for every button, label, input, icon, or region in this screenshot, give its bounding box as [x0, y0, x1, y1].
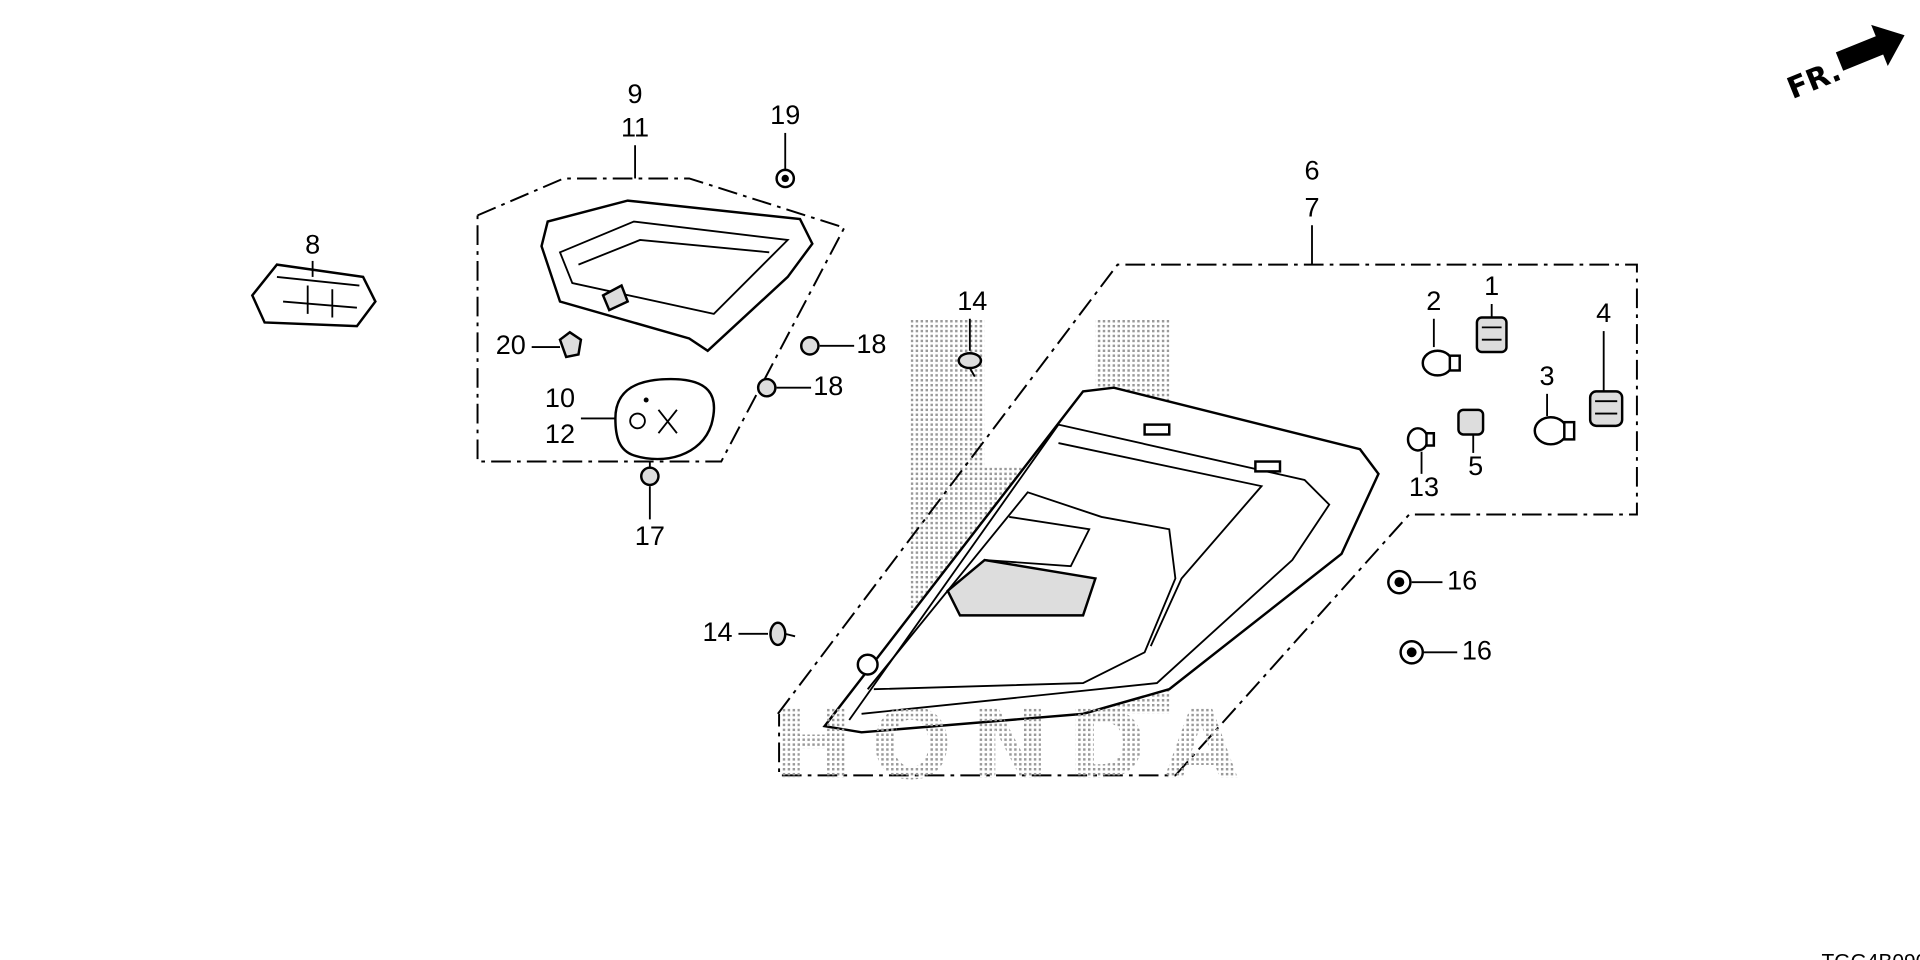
part-5-socket[interactable]	[1457, 408, 1485, 436]
callout-18[interactable]: 18	[856, 328, 886, 359]
group-box-6-7	[777, 263, 1638, 777]
callout-19[interactable]: 19	[770, 99, 800, 130]
callout-5[interactable]: 5	[1468, 450, 1483, 481]
callout-13[interactable]: 13	[1409, 471, 1439, 502]
callout-8[interactable]: 8	[305, 228, 320, 259]
part-8-module[interactable]	[250, 263, 377, 328]
part-3-bulb[interactable]	[1533, 416, 1576, 446]
part-18-nut[interactable]	[800, 336, 820, 356]
front-direction-indicator: FR.	[1782, 24, 1905, 106]
part-9-high-mount-stop-light[interactable]	[540, 199, 814, 353]
callout-3[interactable]: 3	[1540, 360, 1555, 391]
part-2-bulb[interactable]	[1421, 349, 1461, 377]
part-13-bulb[interactable]	[1406, 427, 1436, 452]
callout-9[interactable]: 9	[628, 78, 643, 109]
callout-11[interactable]: 11	[621, 111, 649, 142]
part-6-tail-light-assembly[interactable]	[822, 386, 1380, 734]
part-17-nut[interactable]	[640, 466, 660, 487]
part-20-clip[interactable]	[558, 330, 583, 359]
callout-17[interactable]: 17	[635, 520, 665, 551]
callout-6[interactable]: 6	[1304, 154, 1319, 185]
callout-10[interactable]: 10	[545, 382, 575, 413]
callout-16[interactable]: 16	[1462, 634, 1492, 665]
callout-14[interactable]: 14	[957, 285, 987, 316]
part-1-socket[interactable]	[1475, 316, 1508, 354]
callout-7[interactable]: 7	[1304, 191, 1319, 222]
callout-1[interactable]: 1	[1484, 270, 1499, 301]
callout-12[interactable]: 12	[545, 418, 575, 449]
callout-20[interactable]: 20	[496, 329, 526, 360]
callout-18[interactable]: 18	[813, 370, 843, 401]
part-10-seal[interactable]	[614, 377, 716, 461]
callout-4[interactable]: 4	[1596, 297, 1611, 328]
part-18-nut[interactable]	[756, 377, 777, 398]
part-14-screw[interactable]	[769, 621, 796, 647]
callout-2[interactable]: 2	[1426, 285, 1441, 316]
part-14-screw[interactable]	[957, 352, 983, 378]
callout-14[interactable]: 14	[702, 616, 732, 647]
diagram-code: TGG4B0900A	[1822, 951, 1920, 960]
front-arrow-icon	[1835, 24, 1905, 71]
part-4-socket[interactable]	[1588, 390, 1624, 428]
watermark-text: HONDA	[773, 689, 1255, 801]
front-label: FR.	[1782, 54, 1845, 106]
callout-16[interactable]: 16	[1447, 564, 1477, 595]
